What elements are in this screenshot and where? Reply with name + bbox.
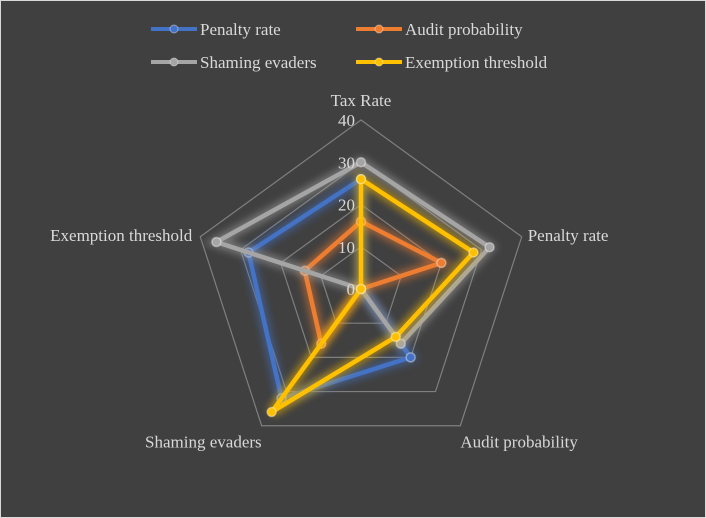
- legend-item[interactable]: Penalty rate: [151, 20, 281, 39]
- axis-label: Shaming evaders: [145, 433, 262, 452]
- grid-ring: [320, 246, 402, 324]
- legend-marker: [169, 24, 179, 34]
- grid-ring: [239, 161, 483, 393]
- axis-label: Penalty rate: [528, 226, 609, 245]
- legend-label: Shaming evaders: [200, 53, 317, 72]
- tick-label: 30: [338, 153, 355, 172]
- data-point: [355, 157, 367, 168]
- data-point: [395, 338, 406, 349]
- data-point: [266, 406, 277, 418]
- axis-label: Exemption threshold: [50, 226, 193, 245]
- data-point: [355, 173, 367, 185]
- data-point: [405, 352, 416, 363]
- legend-label: Audit probability: [405, 20, 523, 39]
- series-line: [269, 176, 476, 415]
- legend-item[interactable]: Exemption threshold: [356, 53, 548, 72]
- axis-label: Tax Rate: [331, 91, 392, 110]
- data-point: [484, 241, 495, 253]
- legend-marker: [374, 57, 384, 67]
- data-point: [436, 257, 447, 269]
- data-point: [355, 283, 367, 295]
- axis-label: Audit probability: [460, 433, 578, 452]
- data-point: [468, 247, 479, 258]
- legend-label: Penalty rate: [200, 20, 281, 39]
- legend-marker: [374, 24, 384, 34]
- series-audit-probability: [299, 215, 455, 356]
- series-line: [214, 160, 492, 346]
- series-exemption-threshold: [266, 169, 482, 418]
- data-point: [390, 331, 402, 343]
- legend-item[interactable]: Audit probability: [356, 20, 523, 39]
- tick-label: 20: [338, 196, 355, 215]
- legend-marker: [169, 57, 179, 67]
- data-point: [211, 236, 222, 248]
- tick-label: 0: [347, 280, 356, 299]
- legend-label: Exemption threshold: [405, 53, 548, 72]
- tick-label: 40: [338, 111, 355, 130]
- tick-label: 10: [338, 238, 355, 257]
- legend-item[interactable]: Shaming evaders: [151, 53, 317, 72]
- grid-ring: [199, 119, 523, 427]
